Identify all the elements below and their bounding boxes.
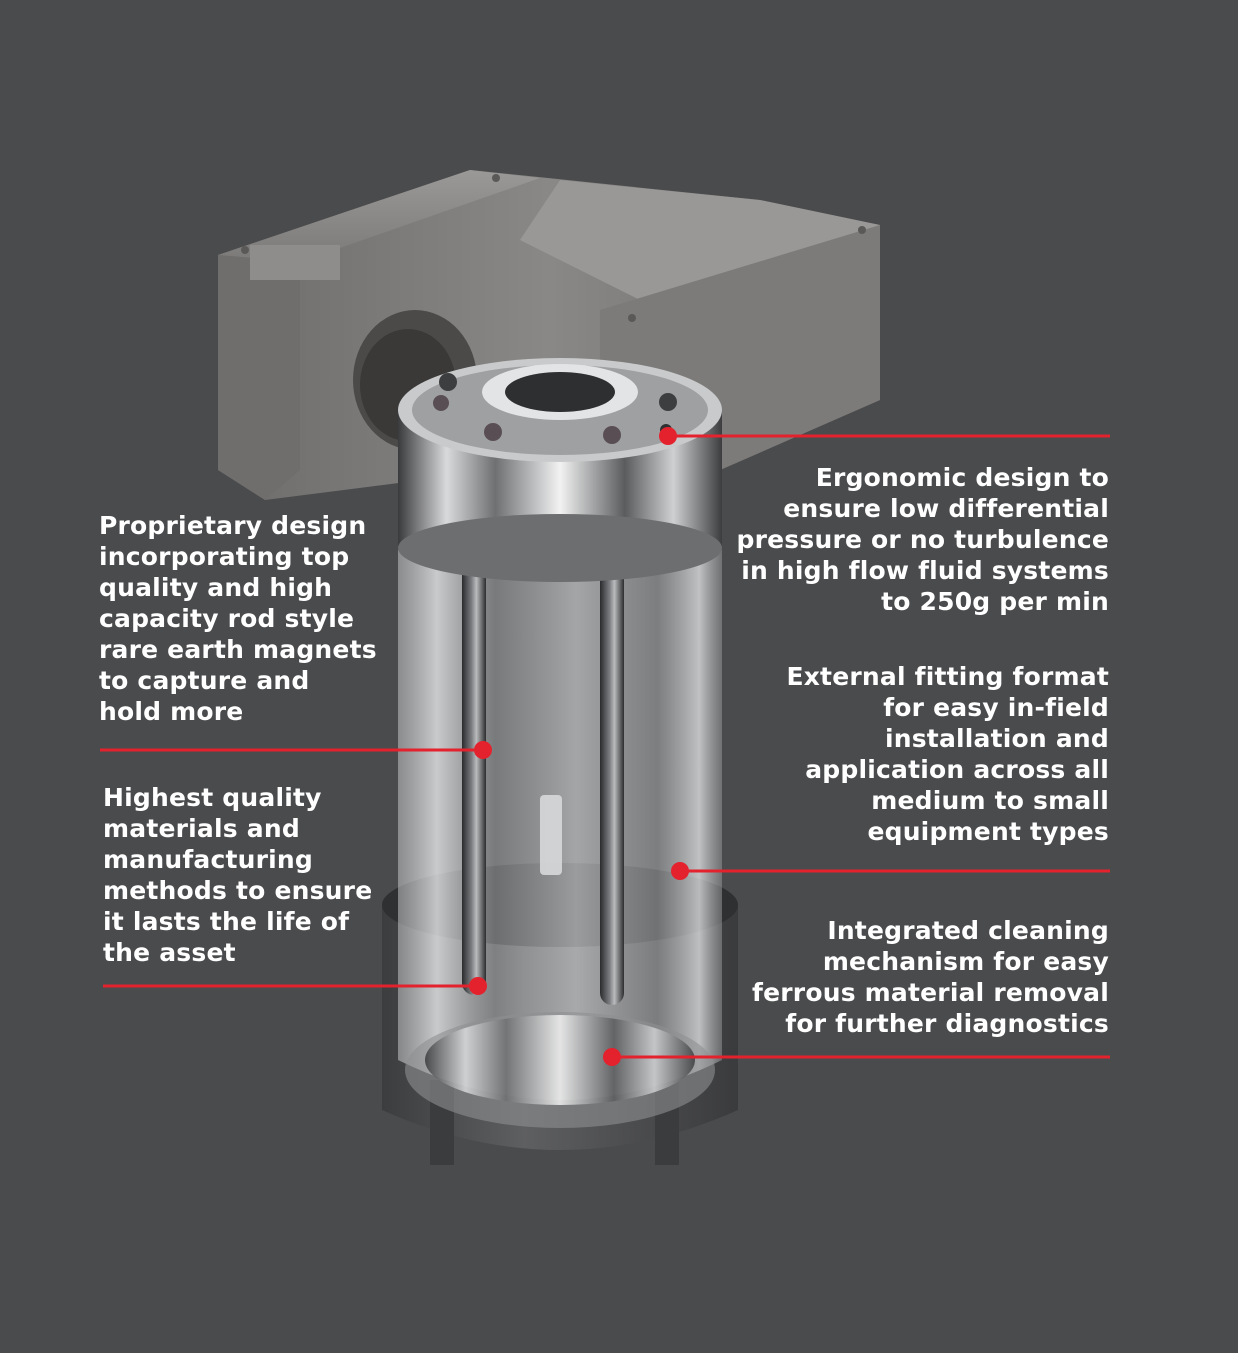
callout-integrated-cleaning: Integrated cleaning mechanism for easy f…: [752, 915, 1109, 1039]
callout-line: to capture and: [99, 666, 310, 695]
callout-line: to 250g per min: [881, 587, 1109, 616]
callout-line: equipment types: [867, 817, 1109, 846]
callout-line: capacity rod style: [99, 604, 355, 633]
callout-line: installation and: [884, 724, 1109, 753]
leader-dot-top-left: [474, 741, 492, 759]
top-cap: [398, 358, 722, 582]
callout-line: medium to small: [871, 786, 1109, 815]
magnet-rods: [462, 560, 624, 1005]
callout-line: methods to ensure: [103, 876, 373, 905]
leader-dot-bottom-right: [603, 1048, 621, 1066]
callout-proprietary-design: Proprietary design incorporating top qua…: [99, 510, 377, 727]
callout-line: mechanism for easy: [822, 947, 1109, 976]
callout-ergonomic-design: Ergonomic design to ensure low different…: [737, 462, 1109, 617]
callout-line: rare earth magnets: [99, 635, 377, 664]
callout-line: quality and high: [99, 573, 333, 602]
callout-line: hold more: [99, 697, 244, 726]
leader-dot-mid-right: [671, 862, 689, 880]
callout-line: the asset: [103, 938, 236, 967]
callout-line: application across all: [805, 755, 1109, 784]
callout-line: Ergonomic design to: [815, 463, 1109, 492]
leader-dot-top-right: [659, 427, 677, 445]
callout-line: materials and: [103, 814, 300, 843]
callout-line: ferrous material removal: [752, 978, 1109, 1007]
leader-lines: [100, 427, 1110, 1066]
callout-line: for further diagnostics: [785, 1009, 1109, 1038]
callout-line: it lasts the life of: [103, 907, 350, 936]
callout-external-fitting: External fitting format for easy in-fiel…: [786, 661, 1109, 847]
callout-line: incorporating top: [99, 542, 350, 571]
callout-line: pressure or no turbulence: [736, 525, 1109, 554]
callout-line: Integrated cleaning: [827, 916, 1109, 945]
leader-dot-bottom-left: [469, 977, 487, 995]
callout-line: manufacturing: [103, 845, 314, 874]
callout-line: in high flow fluid systems: [741, 556, 1109, 585]
callout-line: for easy in-field: [883, 693, 1109, 722]
manifold-housing: [218, 170, 880, 500]
callout-line: Proprietary design: [99, 511, 367, 540]
callout-highest-quality: Highest quality materials and manufactur…: [103, 782, 372, 968]
callout-line: External fitting format: [786, 662, 1109, 691]
callout-line: Highest quality: [103, 783, 322, 812]
callout-line: ensure low differential: [783, 494, 1109, 523]
